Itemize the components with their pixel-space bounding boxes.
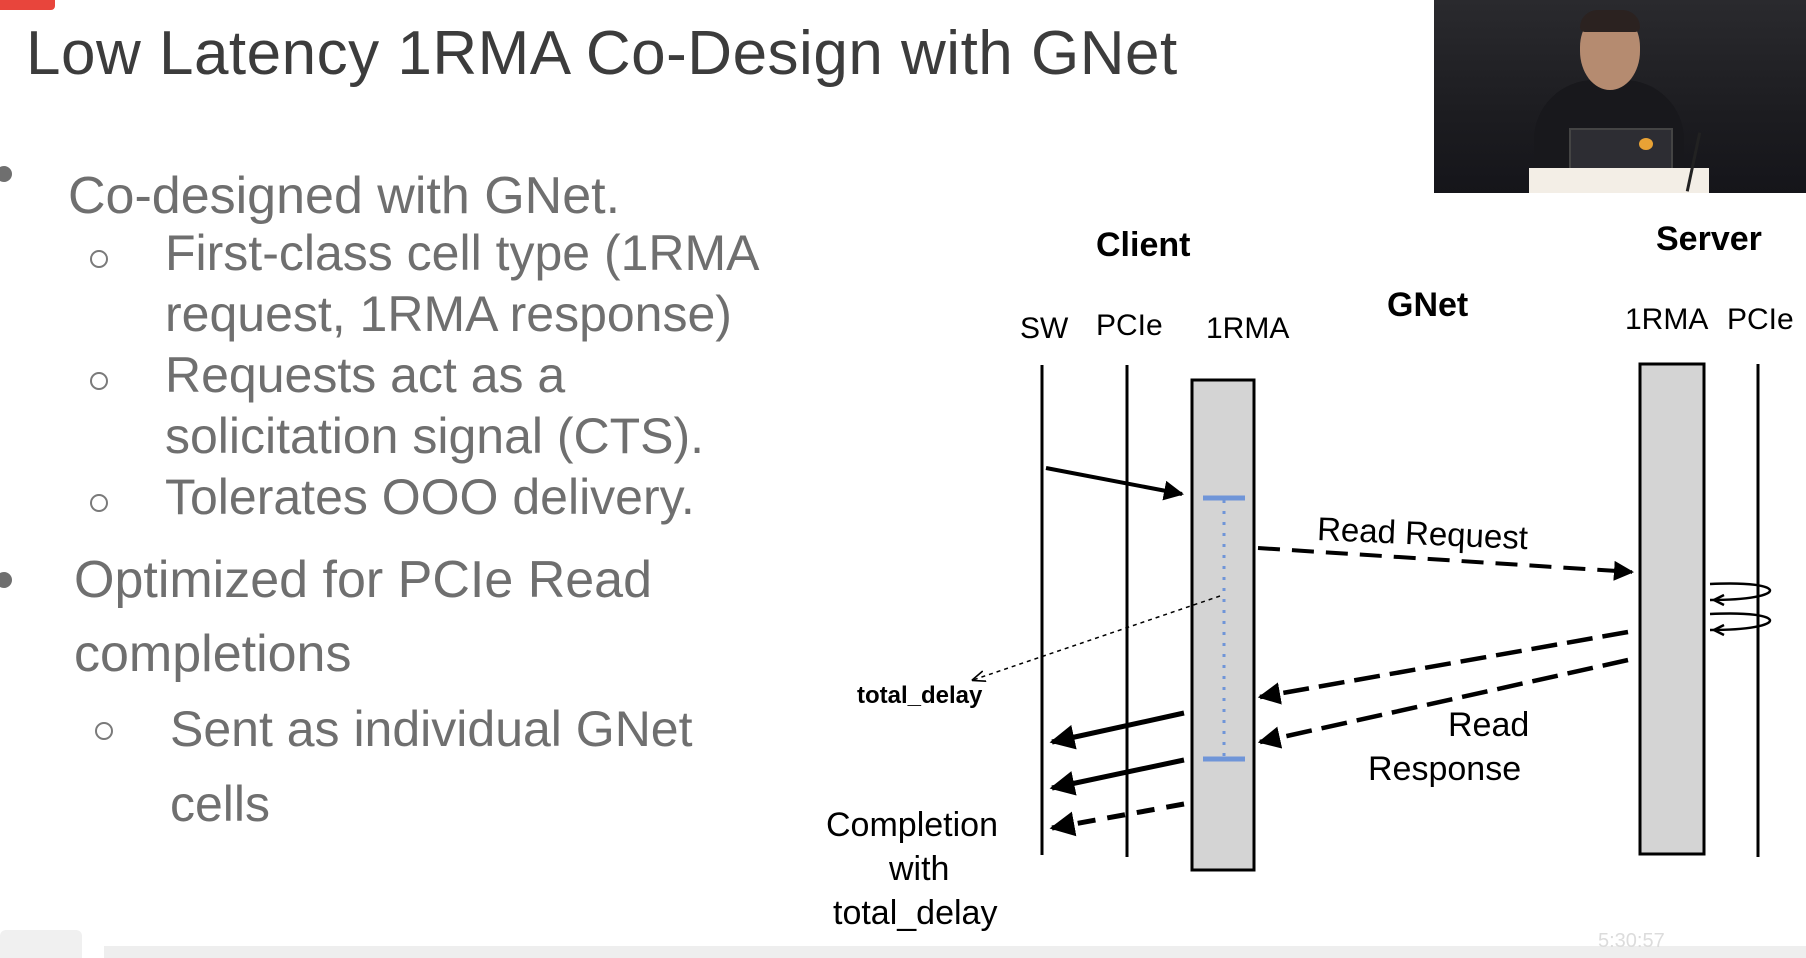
server-1rma-bar [1638,362,1706,856]
client-label: Client [1096,226,1191,264]
column-label-1rma: 1RMA [1206,312,1290,345]
bullet-level2: Requests act as a [165,347,566,403]
read-response-label-2: Response [1368,750,1522,788]
completion-arrow-3 [1049,801,1185,837]
bullet-dot-icon [0,166,12,182]
completion-caption-3: total_delay [833,894,998,932]
completion-arrow-2 [1049,757,1185,796]
presenter-hair [1580,10,1640,32]
server-column-label-1rma: 1RMA [1625,303,1709,336]
column-label-sw: SW [1020,312,1069,345]
total-delay-pointer [973,595,1221,680]
server-loop-2 [1709,612,1772,632]
read-response-label-1: Read [1448,706,1530,744]
player-corner-button[interactable] [0,930,82,958]
bullet-level1: Optimized for PCIe Read [74,551,653,609]
bullet-level1: Co-designed with GNet. [68,167,621,225]
bullet-level1-cont: completions [74,625,352,683]
bullet-level2-cont: solicitation signal (CTS). [165,408,705,464]
bullet-level2: Sent as individual GNet [170,701,693,757]
bullet-level2: Tolerates OOO delivery. [165,469,695,525]
bullet-level2-cont: cells [170,776,271,832]
video-timestamp: 5:30:57 [1598,930,1665,952]
bullet-dot-icon [0,572,12,588]
total-delay-label: total_delay [857,682,983,709]
bullet-level2: First-class cell type (1RMA [165,225,760,281]
bullet-circle-icon [90,372,108,390]
bullet-list: Co-designed with GNet. First-class cell … [0,0,820,958]
server-loop-1 [1709,582,1772,602]
sw-to-1rma-arrow [1045,466,1184,501]
podium [1529,168,1709,193]
read-request-arrow [1257,546,1634,581]
server-column-label-pcie: PCIe [1727,303,1794,336]
presenter-video[interactable] [1434,0,1806,193]
completion-caption-1: Completion [826,806,998,844]
completion-arrow-1 [1049,710,1185,750]
bullet-level2-cont: request, 1RMA response) [165,286,732,342]
slide-title: Low Latency 1RMA Co-Design with GNet [26,19,1178,88]
video-progress-track[interactable] [104,946,1806,958]
bullet-circle-icon [95,722,113,740]
bullet-circle-icon [90,494,108,512]
read-response-arrow-2 [1257,657,1629,749]
completion-caption-2: with [889,850,950,888]
client-1rma-bar [1190,378,1256,872]
read-response-arrow-1 [1257,629,1629,705]
server-label: Server [1656,220,1762,258]
gnet-label: GNet [1387,286,1469,324]
laptop-logo [1639,138,1653,150]
bullet-circle-icon [90,250,108,268]
slide-accent-tab [0,0,55,10]
column-label-pcie: PCIe [1096,309,1163,342]
